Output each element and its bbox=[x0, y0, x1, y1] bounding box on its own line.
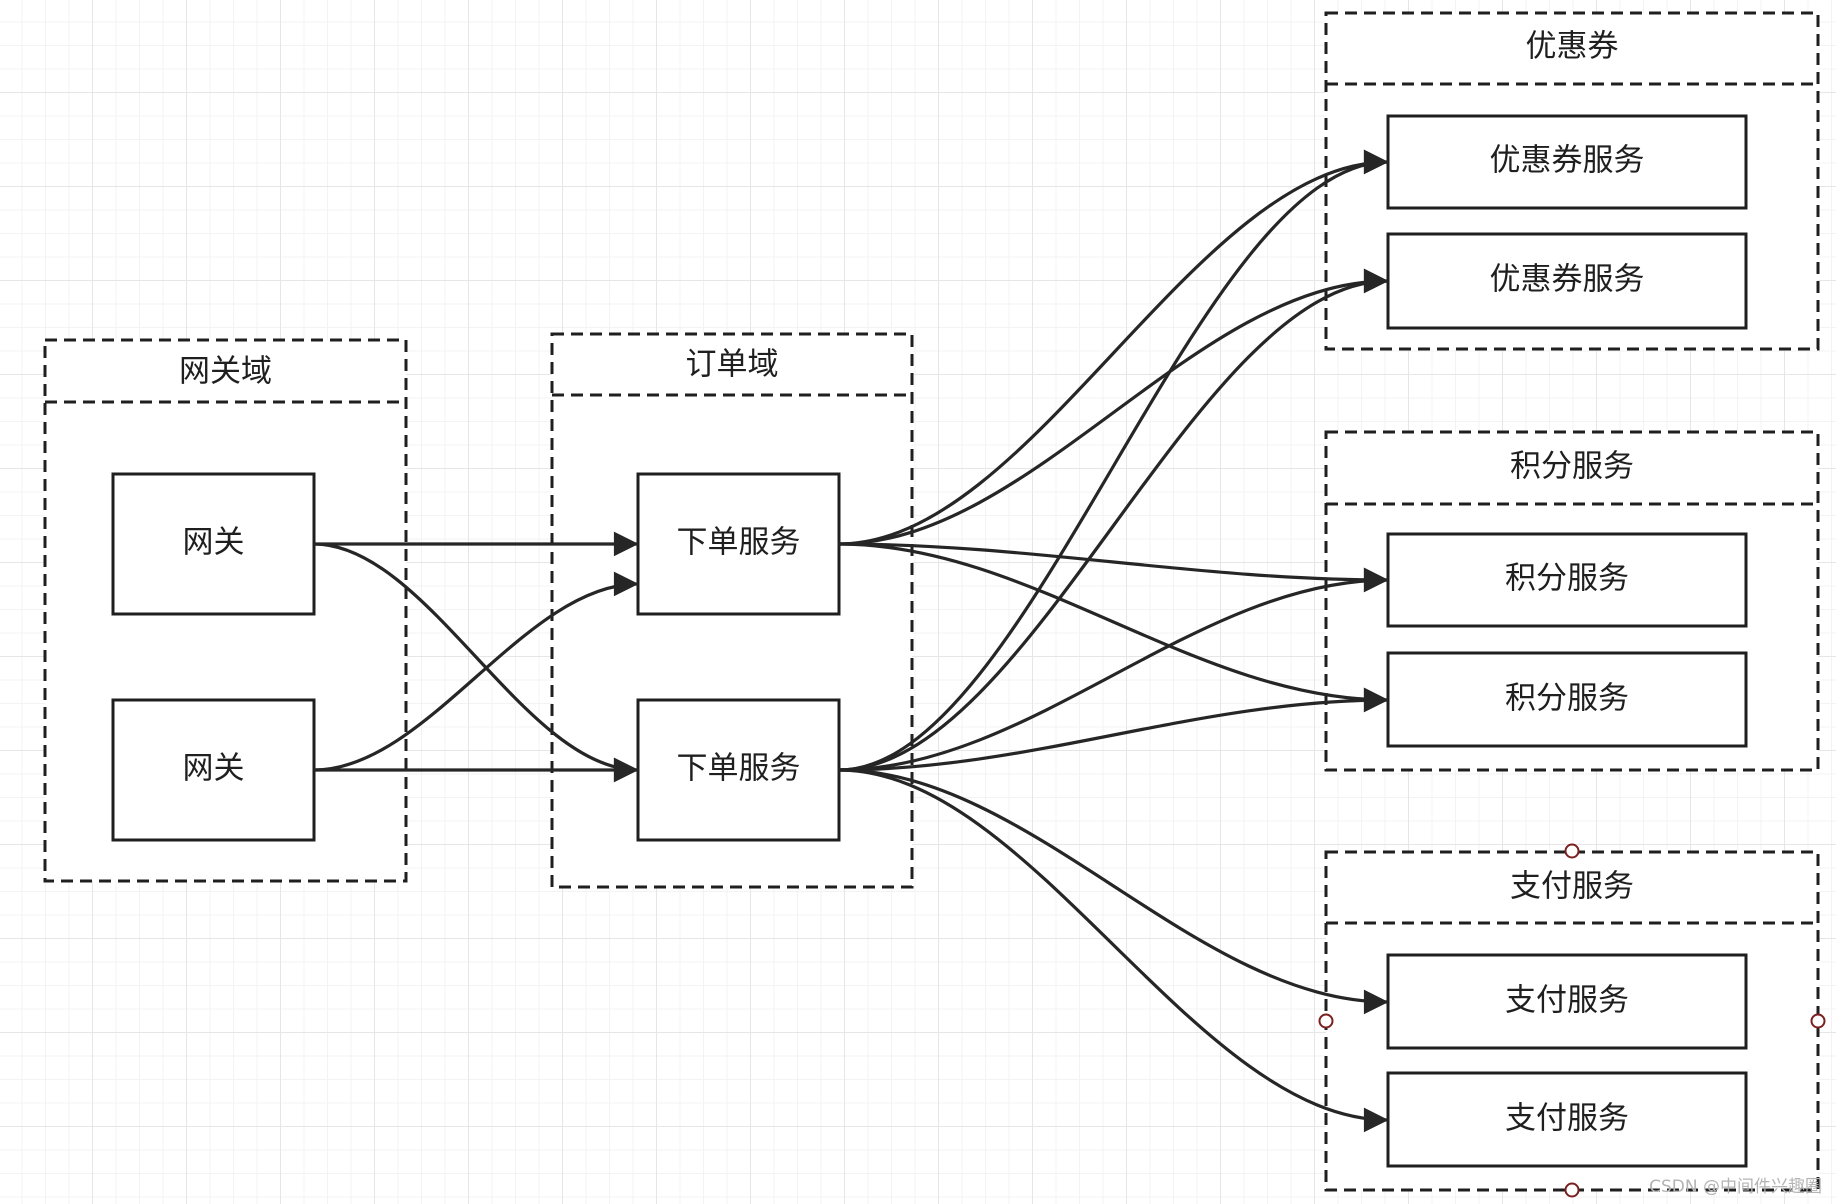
node-order-2[interactable]: 下单服务 bbox=[636, 698, 841, 842]
edge-gateway-2-to-order-1[interactable] bbox=[313, 571, 639, 772]
node-label: 网关 bbox=[183, 751, 245, 787]
group-title-gateway-domain: 网关域 bbox=[179, 354, 272, 390]
node-label: 支付服务 bbox=[1505, 983, 1629, 1019]
node-label: 支付服务 bbox=[1505, 1101, 1629, 1137]
edge-order-1-to-points-2[interactable] bbox=[838, 542, 1389, 713]
node-points-1[interactable]: 积分服务 bbox=[1386, 532, 1748, 628]
node-label: 优惠券服务 bbox=[1490, 143, 1645, 179]
node-coupon-2[interactable]: 优惠券服务 bbox=[1386, 232, 1748, 330]
group-title-order-domain: 订单域 bbox=[686, 347, 779, 383]
edge-gateway-1-to-order-2[interactable] bbox=[313, 542, 639, 783]
resize-handle-bottom[interactable] bbox=[1564, 1182, 1580, 1198]
watermark-text: CSDN @中间件兴趣圈 bbox=[1649, 1177, 1822, 1197]
node-label: 下单服务 bbox=[677, 525, 801, 561]
node-points-2[interactable]: 积分服务 bbox=[1386, 651, 1748, 748]
group-title-points: 积分服务 bbox=[1510, 449, 1634, 485]
node-gateway-1[interactable]: 网关 bbox=[111, 472, 316, 616]
node-label: 积分服务 bbox=[1505, 561, 1629, 597]
edge-order-2-to-payment-1[interactable] bbox=[838, 768, 1389, 1015]
edge-order-2-to-points-2[interactable] bbox=[838, 687, 1389, 772]
node-label: 积分服务 bbox=[1505, 681, 1629, 717]
node-payment-2[interactable]: 支付服务 bbox=[1386, 1071, 1748, 1168]
node-label: 下单服务 bbox=[677, 751, 801, 787]
node-gateway-2[interactable]: 网关 bbox=[111, 698, 316, 842]
node-label: 网关 bbox=[183, 525, 245, 561]
node-coupon-1[interactable]: 优惠券服务 bbox=[1386, 114, 1748, 210]
resize-handle-top[interactable] bbox=[1564, 843, 1580, 859]
edge-order-1-to-coupon-2[interactable] bbox=[838, 268, 1389, 546]
edge-order-1-to-points-1[interactable] bbox=[838, 542, 1389, 593]
group-title-coupon: 优惠券 bbox=[1526, 29, 1619, 65]
node-order-1[interactable]: 下单服务 bbox=[636, 472, 841, 616]
selection-handles[interactable] bbox=[1318, 843, 1826, 1198]
edges-layer bbox=[313, 149, 1389, 1133]
edge-order-1-to-coupon-1[interactable] bbox=[838, 149, 1389, 546]
edge-order-2-to-coupon-1[interactable] bbox=[838, 149, 1389, 772]
node-label: 优惠券服务 bbox=[1490, 262, 1645, 298]
group-title-payment: 支付服务 bbox=[1510, 869, 1634, 905]
resize-handle-right[interactable] bbox=[1810, 1013, 1826, 1029]
node-payment-1[interactable]: 支付服务 bbox=[1386, 953, 1748, 1050]
edge-order-2-to-coupon-2[interactable] bbox=[838, 268, 1389, 772]
edge-order-2-to-points-1[interactable] bbox=[838, 567, 1389, 772]
edge-order-2-to-payment-2[interactable] bbox=[838, 768, 1389, 1133]
resize-handle-left[interactable] bbox=[1318, 1013, 1334, 1029]
